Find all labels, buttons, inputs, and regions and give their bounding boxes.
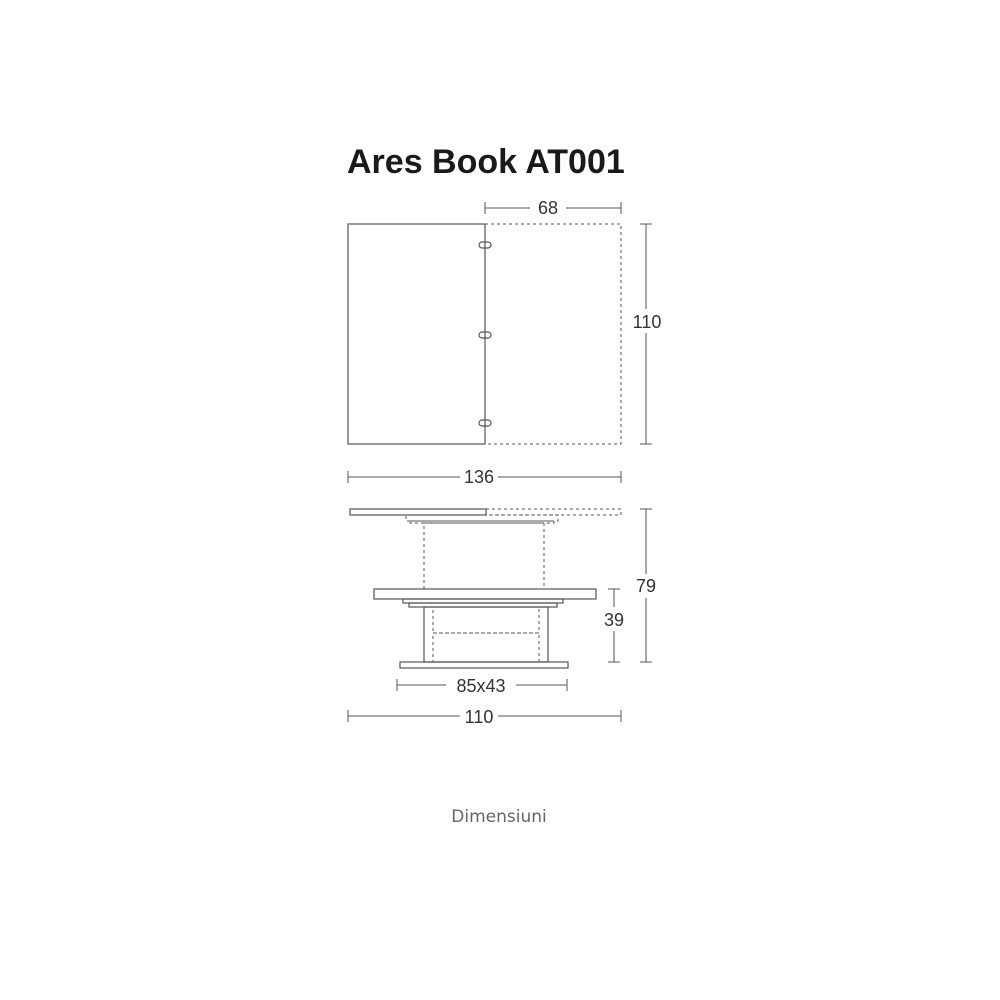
product-title: Ares Book AT001 [347, 143, 625, 181]
dimension-label-open-width: 136 [464, 467, 494, 487]
top-view-extension-panel [485, 223, 622, 445]
dimension-min-height: 39 [600, 588, 628, 663]
hinge-middle [478, 331, 492, 339]
inner-lift-box [432, 606, 540, 634]
top-view-fixed-panel [347, 223, 486, 445]
raised-frame-lower [409, 520, 555, 524]
top-view [347, 223, 622, 445]
lowered-top [373, 588, 597, 600]
dimension-label-closed-width: 110 [465, 707, 494, 727]
lower-column [423, 606, 549, 663]
inner-lift-box-lower [432, 632, 540, 663]
dimension-open-width: 136 [347, 466, 622, 488]
raised-column [423, 522, 545, 590]
base-plate [399, 661, 569, 669]
hinge-top [478, 241, 492, 249]
dimension-max-height: 79 [632, 508, 660, 663]
side-view [349, 508, 622, 669]
raised-top-solid [349, 508, 487, 516]
dimension-top-depth: 110 [628, 223, 666, 445]
dimension-label-top-depth: 110 [633, 312, 662, 332]
dimension-label-max-height: 79 [636, 576, 656, 596]
raised-top-extension [485, 508, 622, 516]
dimension-extension-width: 68 [484, 197, 622, 219]
hinge-bottom [478, 419, 492, 427]
dimension-label-extension-width: 68 [538, 198, 558, 218]
caption: Dimensiuni [451, 807, 546, 827]
dimension-base-size: 85x43 [396, 674, 568, 696]
dimension-closed-width: 110 [347, 705, 622, 727]
raised-frame [405, 514, 559, 522]
dimension-label-min-height: 39 [604, 610, 624, 630]
dimension-label-base-size: 85x43 [456, 676, 505, 696]
